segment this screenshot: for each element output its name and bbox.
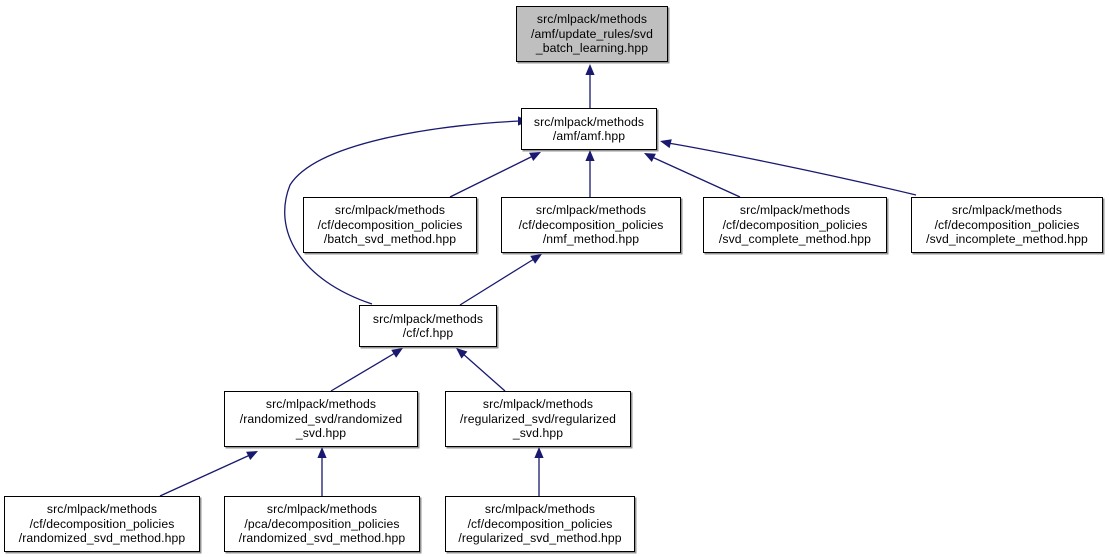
node-label-line: /cf/decomposition_policies (317, 217, 463, 232)
node-label-line: /svd_incomplete_method.hpp (926, 232, 1088, 247)
node-label-line: src/mlpack/methods (739, 203, 851, 218)
node-amf[interactable]: src/mlpack/methods/amf/amf.hpp (521, 108, 657, 150)
node-label-line: /randomized_svd/randomized (239, 411, 403, 426)
node-label-line: /regularized_svd/regularized (460, 411, 616, 426)
node-label-line: /nmf_method.hpp (542, 232, 640, 247)
edge-pca_randomized_svd_method-to-randomized_svd (317, 447, 327, 496)
node-label-line: /randomized_svd_method.hpp (18, 531, 186, 546)
node-randomized_svd[interactable]: src/mlpack/methods/randomized_svd/random… (224, 391, 418, 447)
edge-svd_complete_method-to-amf (644, 153, 741, 198)
node-label-line: src/mlpack/methods (46, 502, 158, 517)
edge-cf_randomized_svd_method-to-randomized_svd (159, 451, 258, 497)
edge-nmf_method-to-amf (585, 150, 595, 197)
node-label-line: src/mlpack/methods (482, 397, 594, 412)
node-label-line: /cf/decomposition_policies (29, 516, 175, 531)
node-label-line: /cf/decomposition_policies (722, 217, 868, 232)
node-label-line: /regularized_svd_method.hpp (458, 531, 622, 546)
node-batch_svd_method[interactable]: src/mlpack/methods/cf/decomposition_poli… (303, 197, 477, 253)
node-label-line: /batch_svd_method.hpp (323, 232, 457, 247)
node-label-line: /cf/decomposition_policies (518, 217, 664, 232)
node-label-line: src/mlpack/methods (533, 114, 645, 129)
node-cf_randomized_svd_method[interactable]: src/mlpack/methods/cf/decomposition_poli… (4, 496, 200, 552)
node-label-line: /svd_complete_method.hpp (718, 232, 872, 247)
node-label-line: _svd.hpp (512, 426, 564, 441)
node-cf[interactable]: src/mlpack/methods/cf/cf.hpp (359, 305, 497, 347)
node-label-line: /pca/decomposition_policies (244, 516, 400, 531)
edge-svd_incomplete_method-to-amf (660, 139, 917, 196)
node-label-line: src/mlpack/methods (334, 203, 446, 218)
node-label-line: _batch_learning.hpp (535, 41, 649, 56)
node-label-line: _svd.hpp (295, 426, 347, 441)
node-cf_regularized_svd_method[interactable]: src/mlpack/methods/cf/decomposition_poli… (445, 496, 635, 552)
node-svd_complete_method[interactable]: src/mlpack/methods/cf/decomposition_poli… (703, 197, 887, 253)
node-label-line: src/mlpack/methods (536, 12, 648, 27)
node-label-line: /cf/decomposition_policies (934, 217, 1080, 232)
edge-randomized_svd-to-cf (330, 348, 403, 392)
edge-amf-to-svd_batch_learning (585, 64, 595, 108)
node-label-line: src/mlpack/methods (484, 502, 596, 517)
node-svd_batch_learning[interactable]: src/mlpack/methods/amf/update_rules/svd_… (516, 6, 668, 62)
node-label-line: /cf/decomposition_policies (467, 516, 613, 531)
edge-cf_regularized_svd_method-to-regularized_svd (534, 447, 544, 496)
edge-cf-to-nmf_method (459, 254, 542, 306)
node-label-line: src/mlpack/methods (265, 397, 377, 412)
edge-batch_svd_method-to-amf (449, 152, 541, 198)
node-label-line: src/mlpack/methods (951, 203, 1063, 218)
node-label-line: /cf/cf.hpp (402, 326, 454, 340)
node-pca_randomized_svd_method[interactable]: src/mlpack/methods/pca/decomposition_pol… (224, 496, 420, 552)
node-label-line: src/mlpack/methods (535, 203, 647, 218)
node-label-line: /amf/amf.hpp (552, 129, 626, 143)
node-label-line: /amf/update_rules/svd (530, 26, 653, 41)
node-regularized_svd[interactable]: src/mlpack/methods/regularized_svd/regul… (445, 391, 631, 447)
node-label-line: src/mlpack/methods (372, 311, 484, 326)
node-nmf_method[interactable]: src/mlpack/methods/cf/decomposition_poli… (501, 197, 681, 253)
node-svd_incomplete_method[interactable]: src/mlpack/methods/cf/decomposition_poli… (911, 197, 1103, 253)
node-label-line: /randomized_svd_method.hpp (238, 531, 406, 546)
edge-regularized_svd-to-cf (456, 348, 506, 392)
node-label-line: src/mlpack/methods (266, 502, 378, 517)
